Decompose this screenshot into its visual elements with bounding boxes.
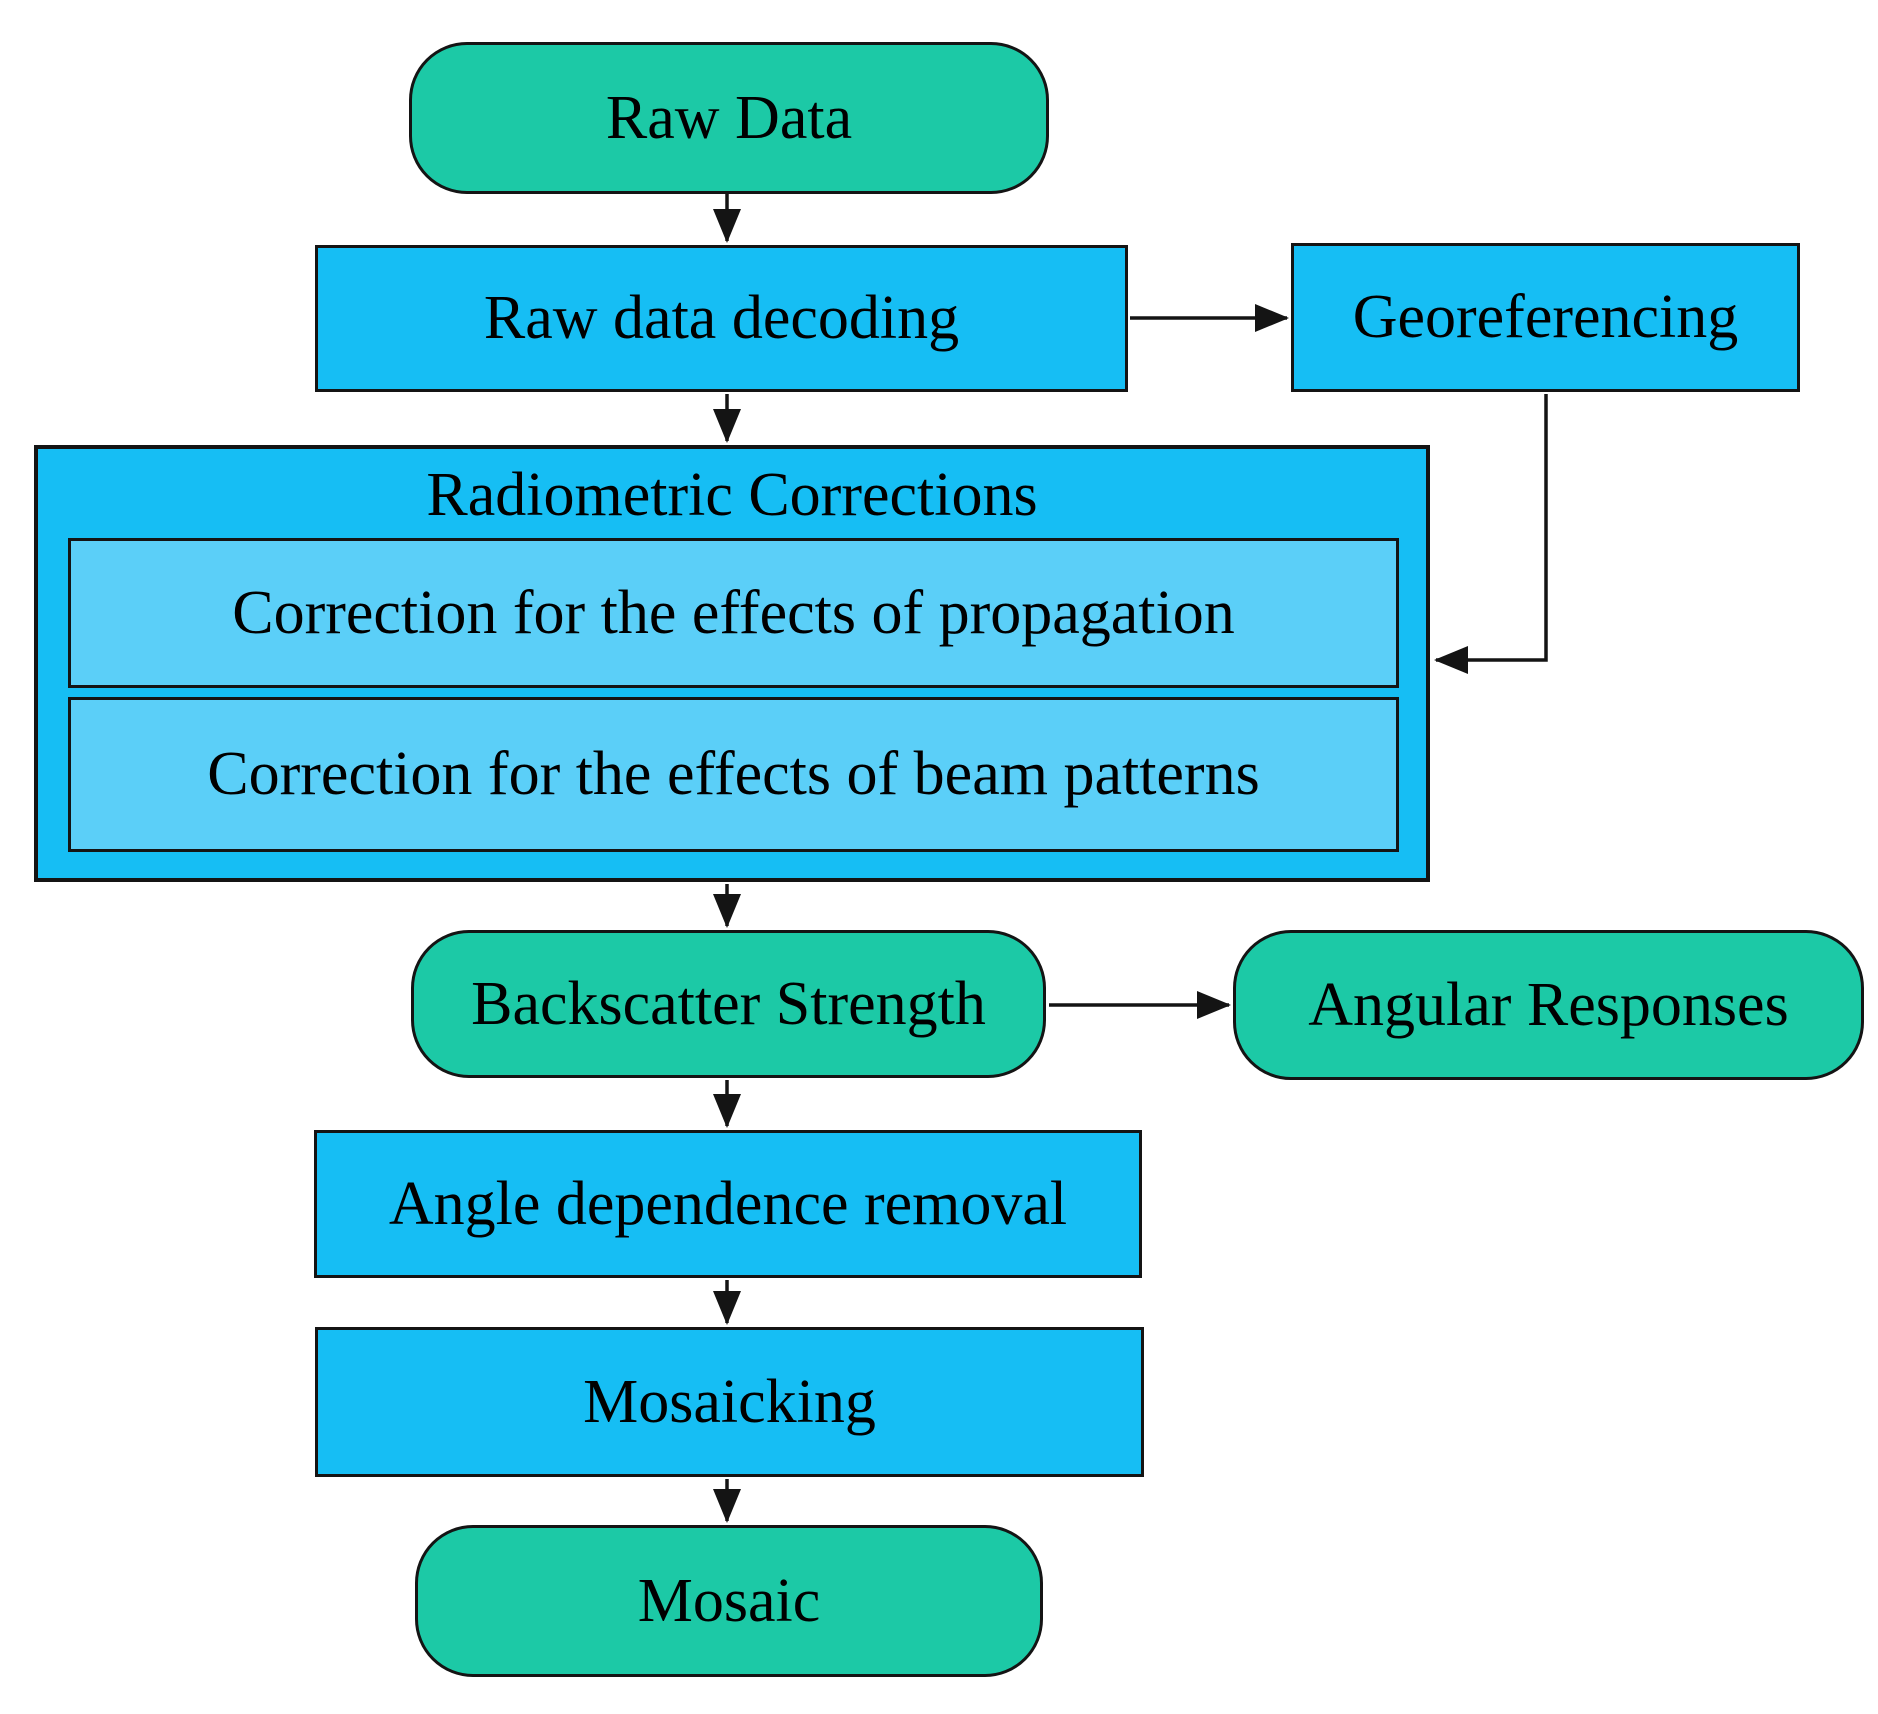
node-correction-propagation: Correction for the effects of propagatio…	[68, 538, 1399, 688]
node-backscatter-strength: Backscatter Strength	[411, 930, 1046, 1078]
arrow-georeferencing-to-radiometric	[1434, 394, 1548, 674]
node-raw-data: Raw Data	[409, 42, 1049, 194]
node-mosaicking: Mosaicking	[315, 1327, 1144, 1477]
node-angle-dependence-removal: Angle dependence removal	[314, 1130, 1142, 1278]
group-radiometric-corrections: Radiometric Corrections Correction for t…	[34, 445, 1430, 882]
node-georeferencing: Georeferencing	[1291, 243, 1800, 392]
node-correction-beam-patterns: Correction for the effects of beam patte…	[68, 697, 1399, 852]
group-radiometric-title: Radiometric Corrections	[426, 460, 1038, 529]
node-angular-responses: Angular Responses	[1233, 930, 1864, 1080]
node-mosaic: Mosaic	[415, 1525, 1043, 1677]
node-raw-data-decoding: Raw data decoding	[315, 245, 1128, 392]
